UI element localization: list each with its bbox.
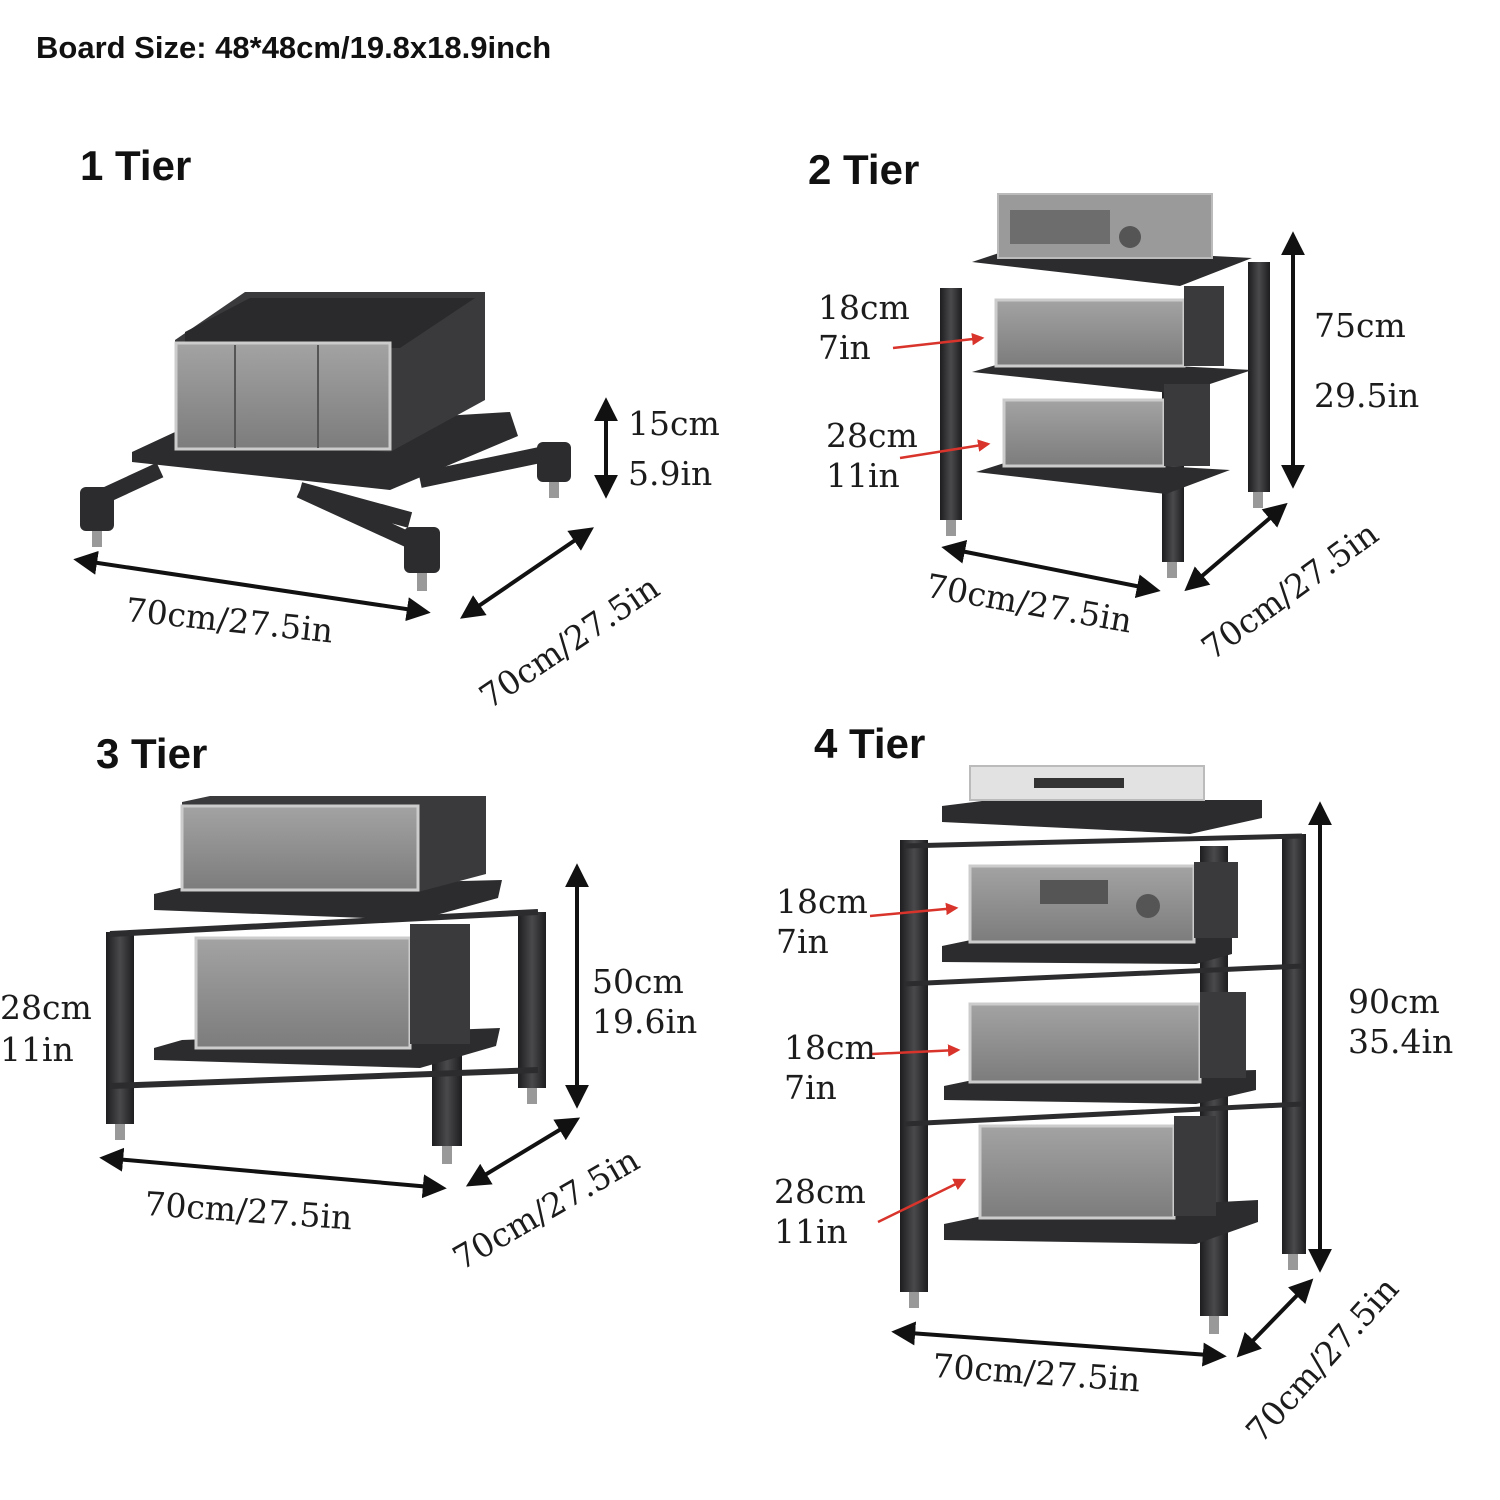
tier3-height-cm: 50cm (592, 962, 684, 1001)
tier3-height-in: 19.6in (592, 1002, 698, 1041)
tier4-gap2-cm: 18cm (784, 1028, 876, 1067)
tier4-gap3-cm: 28cm (774, 1172, 866, 1211)
tier4-gap1-cm: 18cm (776, 882, 868, 921)
tier3-title: 3 Tier (96, 730, 208, 777)
tier2-gap1-in: 7in (818, 328, 871, 367)
tier4-rack (869, 765, 1332, 1367)
tier3-gap1-cm: 28cm (0, 988, 92, 1027)
tier2-gap2-cm: 28cm (826, 416, 918, 455)
tier4-gap1-in: 7in (776, 922, 829, 961)
tier3-rack (99, 796, 589, 1199)
foot (404, 527, 440, 573)
tier2-gap1-cm: 18cm (818, 288, 910, 327)
tier2-gap2-in: 11in (826, 456, 900, 495)
board-size-heading: Board Size: 48*48cm/19.8x18.9inch (36, 30, 552, 65)
tier4-title: 4 Tier (814, 720, 926, 767)
foot (537, 442, 571, 482)
tier1-rack (73, 292, 618, 622)
tier4-height-in: 35.4in (1348, 1022, 1454, 1061)
tier1-height-cm: 15cm (628, 404, 720, 443)
tier2-rack (892, 193, 1305, 599)
tier2-height-cm: 75cm (1314, 306, 1406, 345)
tier2-height-in: 29.5in (1314, 376, 1420, 415)
tier2-title: 2 Tier (808, 146, 920, 193)
tier1-height-in: 5.9in (628, 454, 713, 493)
tier4-gap2-in: 7in (784, 1068, 837, 1107)
tier3-gap1-in: 11in (0, 1030, 74, 1069)
tier4-gap3-in: 11in (774, 1212, 848, 1251)
foot (80, 487, 114, 531)
tier4-height-cm: 90cm (1348, 982, 1440, 1021)
tier1-title: 1 Tier (80, 142, 192, 189)
